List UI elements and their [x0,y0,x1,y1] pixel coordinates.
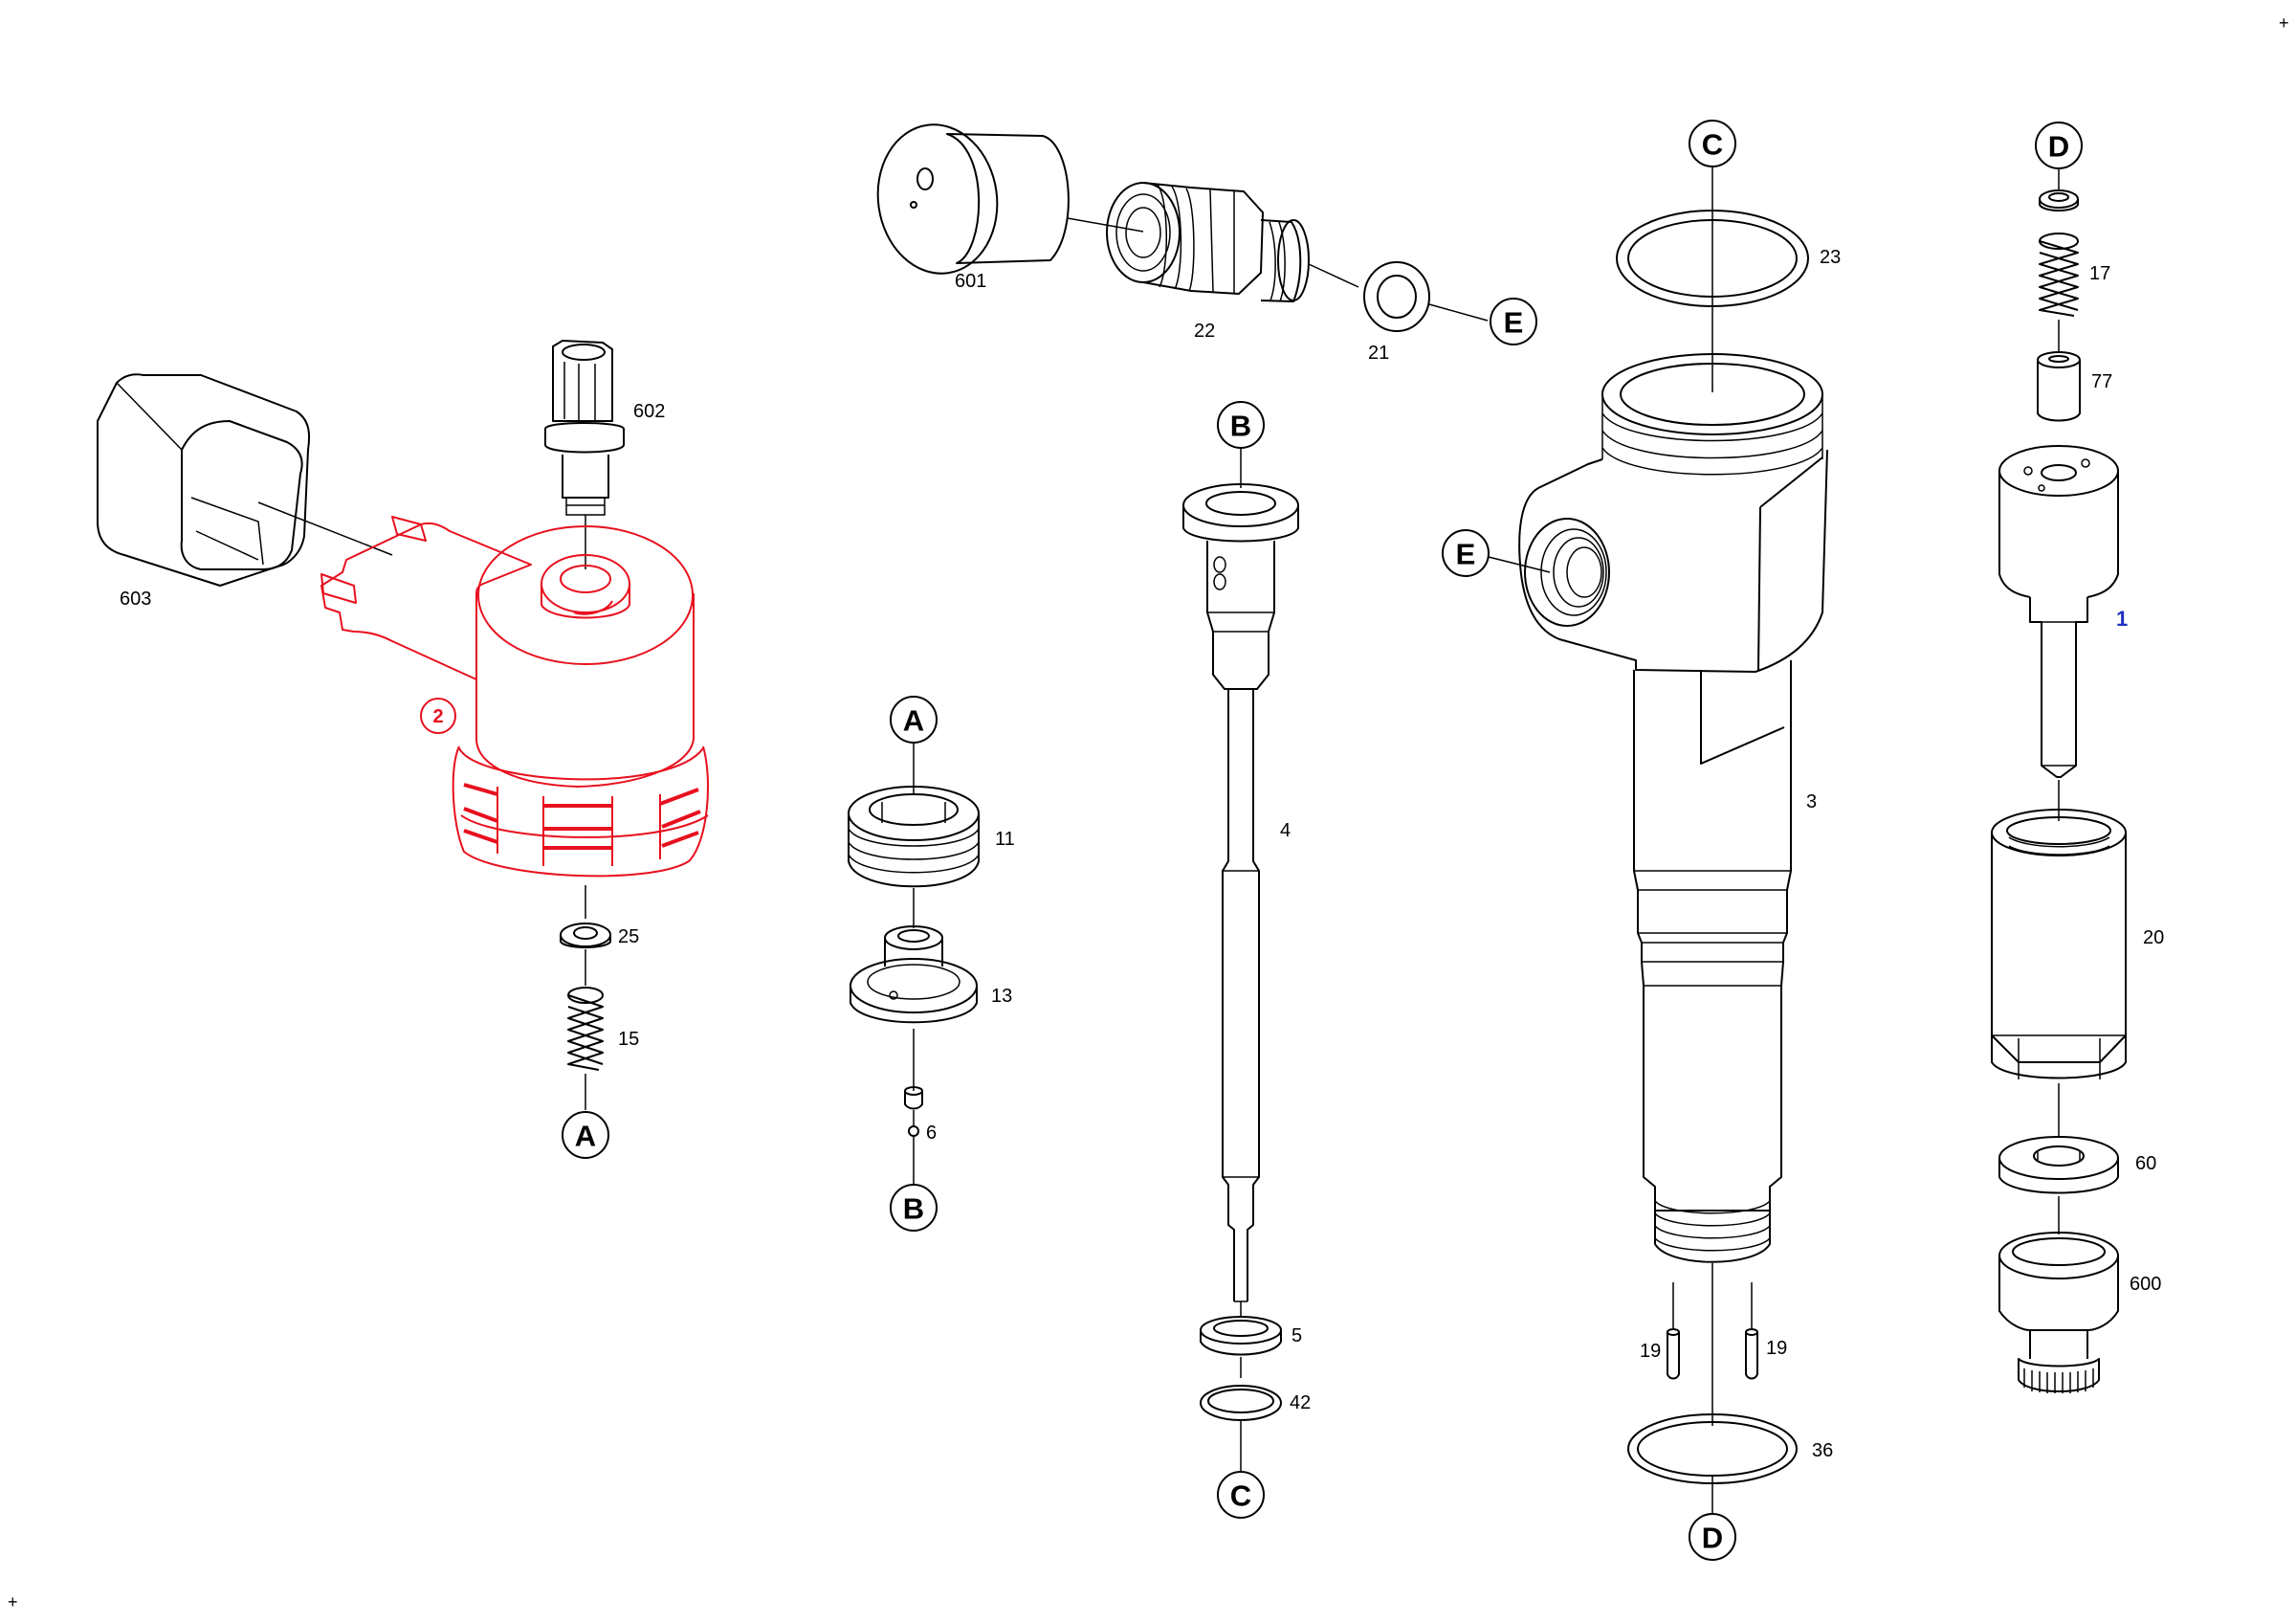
part-601-protective-cap[interactable] [869,117,1144,281]
part-3-injector-body[interactable] [1518,353,1828,1426]
part-13-valve-piece[interactable] [850,925,978,1091]
part-60-stop-disk[interactable] [1998,1136,2119,1194]
callout-part-2[interactable]: 2 [420,698,456,734]
svg-text:A: A [903,704,924,738]
connector-b-top: B [1217,401,1265,449]
label-603: 603 [120,589,151,610]
label-5: 5 [1292,1325,1302,1346]
part-77-spacer-sleeve[interactable] [2037,351,2081,422]
label-19-left: 19 [1640,1341,1661,1362]
svg-text:C: C [1230,1479,1251,1513]
connector-c-bottom: C [1217,1471,1265,1519]
svg-text:A: A [575,1120,596,1153]
part-19-dowel-pin-left[interactable] [1667,1282,1680,1380]
svg-text:D: D [1702,1522,1723,1555]
connector-c-top: C [1689,120,1736,167]
spring-seat-washer[interactable] [2039,189,2079,211]
part-11-threaded-ring[interactable] [848,786,980,888]
label-19-right: 19 [1766,1338,1787,1359]
part-42-o-ring[interactable] [1200,1385,1282,1472]
label-42: 42 [1290,1392,1311,1413]
svg-text:2: 2 [432,706,443,727]
label-602: 602 [633,401,665,422]
part-15-spring[interactable] [567,987,604,1110]
part-6-valve-ball[interactable] [904,1086,923,1185]
label-600: 600 [2130,1274,2161,1295]
connector-e-side: E [1442,529,1490,577]
label-77: 77 [2091,371,2112,392]
part-5-spacer-ring[interactable] [1200,1316,1282,1378]
label-60: 60 [2135,1153,2156,1174]
label-25: 25 [618,926,639,947]
part-1-nozzle[interactable] [1998,445,2119,778]
part-20-nozzle-nut[interactable] [1991,809,2127,1079]
svg-text:E: E [1504,306,1524,340]
label-17: 17 [2089,263,2110,284]
label-36: 36 [1812,1440,1833,1461]
part-19-dowel-pin-right[interactable] [1745,1282,1758,1380]
corner-mark-bottom-left: + [8,1592,18,1612]
label-4: 4 [1280,820,1291,841]
label-6: 6 [926,1123,937,1144]
label-23: 23 [1820,247,1841,268]
label-3: 3 [1806,791,1817,812]
connector-d-bottom: D [1689,1513,1736,1561]
svg-text:C: C [1702,128,1723,162]
callout-part-1[interactable]: 1 [2116,607,2128,631]
svg-text:B: B [1230,410,1251,443]
label-11: 11 [995,829,1015,850]
label-20: 20 [2143,927,2164,948]
connector-a-bottom: A [562,1111,609,1159]
label-21: 21 [1368,343,1389,364]
svg-text:E: E [1456,538,1476,571]
part-22-inlet-connector[interactable] [1106,182,1359,302]
part-25-shim[interactable] [560,923,611,986]
svg-text:B: B [903,1192,924,1226]
connector-a-top: A [890,696,938,744]
connector-b-bottom: B [890,1184,938,1232]
label-15: 15 [618,1029,639,1050]
connector-e-top: E [1490,298,1537,345]
label-22: 22 [1194,321,1215,342]
corner-mark-top-right: + [2279,13,2289,33]
part-2-solenoid-valve[interactable] [320,516,709,878]
part-603-connector-cover[interactable] [97,373,393,587]
svg-text:1: 1 [2116,607,2128,631]
part-17-nozzle-spring[interactable] [2039,233,2079,317]
label-13: 13 [991,986,1012,1007]
part-23-seal-ring[interactable] [1616,167,1809,392]
svg-text:D: D [2048,130,2069,164]
part-600-nozzle-cap[interactable] [1998,1232,2119,1393]
part-4-valve-rod[interactable] [1182,483,1299,1316]
label-601: 601 [955,271,986,292]
part-21-sealing-washer[interactable] [1363,261,1489,332]
connector-d-top: D [2035,122,2083,169]
part-602-edge-filter[interactable] [544,340,625,569]
